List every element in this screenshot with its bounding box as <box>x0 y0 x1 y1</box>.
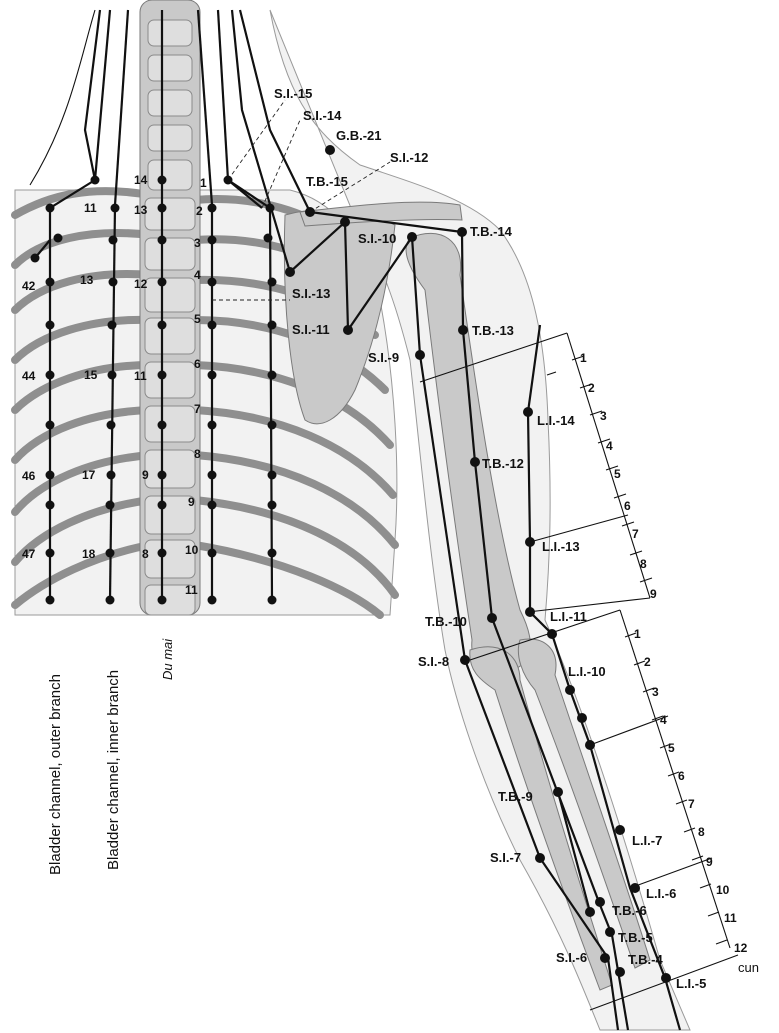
channel-labels: Bladder channel, outer branch Bladder ch… <box>47 638 175 875</box>
bladder-outer-label: Bladder channel, outer branch <box>47 674 64 875</box>
point-label-si13: S.I.-13 <box>292 286 330 301</box>
point-label-tb13: T.B.-13 <box>472 323 514 338</box>
vertebra-label: 10 <box>185 543 199 557</box>
bladder-inner-label: Bladder channel, inner branch <box>105 670 122 870</box>
cun-mark: 3 <box>600 409 607 423</box>
point-label-tb12: T.B.-12 <box>482 456 524 471</box>
outer-point-label: 42 <box>22 279 36 293</box>
du-point-label: 9 <box>142 468 149 482</box>
inner-point-label: 17 <box>82 468 96 482</box>
cun-mark: 6 <box>624 499 631 513</box>
outer-point-label: 44 <box>22 369 36 383</box>
point-label-si10: S.I.-10 <box>358 231 396 246</box>
point-label-li13: L.I.-13 <box>542 539 580 554</box>
cun-mark: 4 <box>660 713 667 727</box>
vertebra-label: 11 <box>185 583 198 597</box>
inner-branch-numbers: 11 13 15 17 18 <box>80 201 98 561</box>
outer-point-label: 47 <box>22 547 36 561</box>
upper-cun-scale-numbers: 1 2 3 4 5 6 7 8 9 <box>580 351 657 601</box>
vertebra-numbers: 1 2 3 4 5 6 7 8 9 10 11 <box>185 176 207 597</box>
du-mai-label: Du mai <box>160 638 175 680</box>
vertebra-label: 9 <box>188 495 195 509</box>
cun-unit-label: cun <box>738 960 759 975</box>
point-label-li6: L.I.-6 <box>646 886 676 901</box>
point-label-li10: L.I.-10 <box>568 664 606 679</box>
vertebra-label: 6 <box>194 357 201 371</box>
vertebra-label: 8 <box>194 447 201 461</box>
du-point-label: 11 <box>134 369 147 383</box>
point-label-si9: S.I.-9 <box>368 350 399 365</box>
cun-mark: 3 <box>652 685 659 699</box>
cun-mark: 9 <box>650 587 657 601</box>
du-point-label: 14 <box>134 173 148 187</box>
du-point-label: 8 <box>142 547 149 561</box>
point-label-li14: L.I.-14 <box>537 413 575 428</box>
cun-mark: 5 <box>614 467 621 481</box>
cun-mark: 6 <box>678 769 685 783</box>
du-point-label: 13 <box>134 203 148 217</box>
point-label-si12: S.I.-12 <box>390 150 428 165</box>
inner-point-label: 13 <box>80 273 94 287</box>
vertebra-label: 5 <box>194 312 201 326</box>
cun-mark: 5 <box>668 741 675 755</box>
radius <box>517 638 651 969</box>
cun-mark: 4 <box>606 439 613 453</box>
point-label-si8: S.I.-8 <box>418 654 449 669</box>
point-label-si6: S.I.-6 <box>556 950 587 965</box>
point-label-tb9: T.B.-9 <box>498 789 533 804</box>
cun-mark: 11 <box>724 911 737 925</box>
point-label-si15: S.I.-15 <box>274 86 312 101</box>
vertebra-label: 7 <box>194 402 201 416</box>
acupoint-dots <box>30 145 671 983</box>
inner-point-label: 18 <box>82 547 96 561</box>
spine <box>139 0 201 616</box>
point-label-li7: L.I.-7 <box>632 833 662 848</box>
cun-mark: 7 <box>688 797 695 811</box>
point-labels: S.I.-15 S.I.-14 G.B.-21 S.I.-12 T.B.-15 … <box>274 86 706 991</box>
point-label-tb4: T.B.-4 <box>628 952 663 967</box>
cun-mark: 8 <box>640 557 647 571</box>
vertebra-label: 1 <box>200 176 207 190</box>
cun-mark: 8 <box>698 825 705 839</box>
outer-point-label: 46 <box>22 469 36 483</box>
cun-mark: 1 <box>580 351 587 365</box>
leader-lines <box>212 99 391 301</box>
point-label-tb15: T.B.-15 <box>306 174 348 189</box>
point-label-si11: S.I.-11 <box>292 322 330 337</box>
cun-mark: 9 <box>706 855 713 869</box>
cun-mark: 7 <box>632 527 639 541</box>
vertebra-label: 3 <box>194 236 201 250</box>
point-label-si7: S.I.-7 <box>490 850 521 865</box>
point-label-li5: L.I.-5 <box>676 976 706 991</box>
neck-outline-left <box>29 9 96 186</box>
du-mai-numbers: 14 13 12 11 9 8 <box>134 173 149 561</box>
outer-branch-numbers: 42 44 46 47 <box>22 279 36 561</box>
cun-mark: 2 <box>644 655 651 669</box>
inner-point-label: 11 <box>84 201 97 215</box>
vertebra-label: 2 <box>196 204 203 218</box>
point-label-tb14: T.B.-14 <box>470 224 513 239</box>
upper-arm-scale <box>419 332 653 613</box>
point-label-tb10: T.B.-10 <box>425 614 467 629</box>
inner-point-label: 15 <box>84 368 98 382</box>
point-label-si14: S.I.-14 <box>303 108 342 123</box>
point-label-li11: L.I.-11 <box>550 609 587 624</box>
point-label-tb6: T.B.-6 <box>612 903 647 918</box>
point-label-gb21: G.B.-21 <box>336 128 382 143</box>
lower-cun-scale-numbers: 1 2 3 4 5 6 7 8 9 10 11 12 cun <box>634 627 759 975</box>
cun-mark: 12 <box>734 941 748 955</box>
du-point-label: 12 <box>134 277 148 291</box>
cun-mark: 1 <box>634 627 641 641</box>
vertebra-label: 4 <box>194 268 201 282</box>
cun-mark: 10 <box>716 883 730 897</box>
point-label-tb5: T.B.-5 <box>618 930 653 945</box>
cun-mark: 2 <box>588 381 595 395</box>
